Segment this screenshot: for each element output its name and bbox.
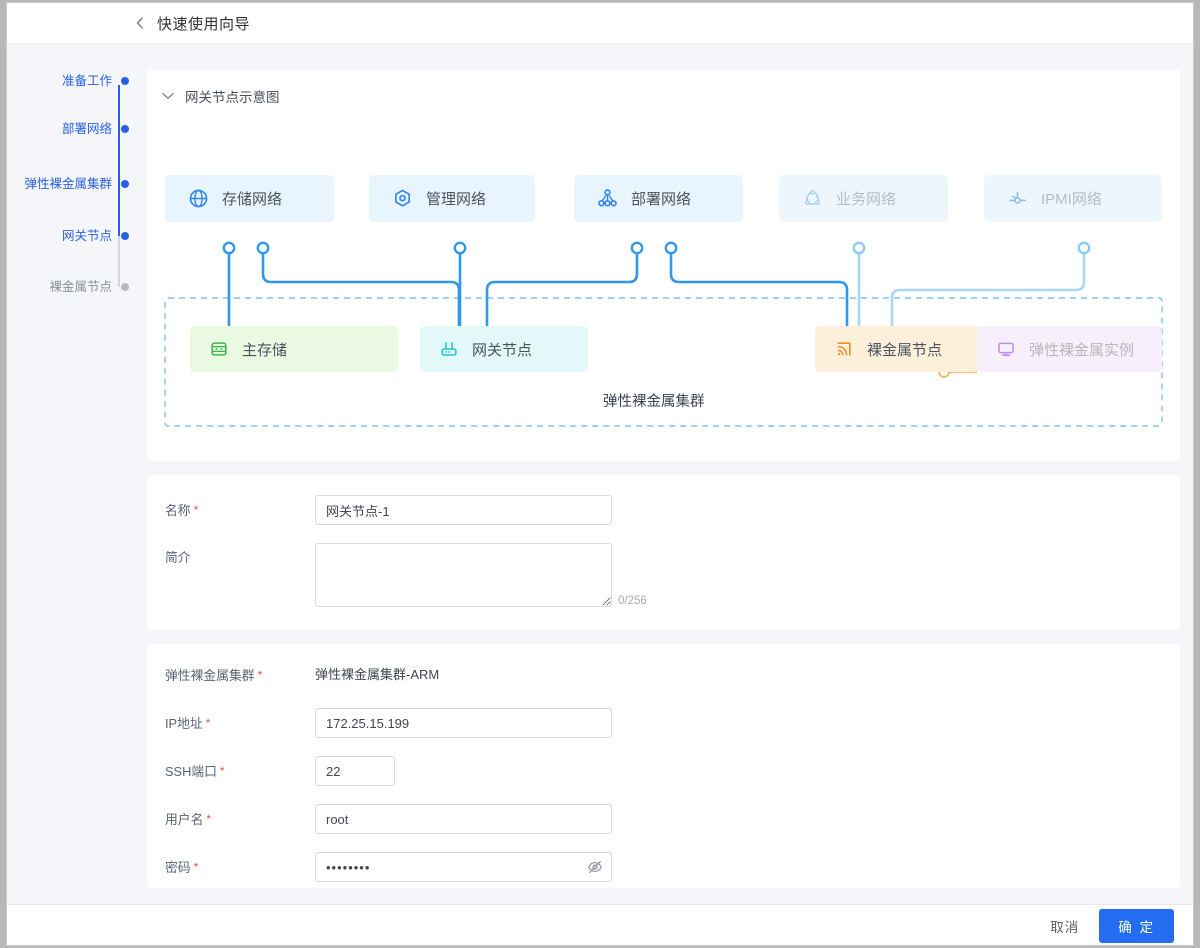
network-card-management[interactable]: 管理网络 xyxy=(369,175,535,222)
password-input[interactable] xyxy=(315,852,612,882)
node-card-gateway[interactable]: 网关节点 xyxy=(420,326,588,372)
monitor-icon xyxy=(995,338,1017,360)
form-row-ip: IP地址* xyxy=(165,708,612,739)
steps-sidebar: 准备工作 部署网络 弹性裸金属集群 网关节点 裸金属节点 xyxy=(7,44,129,904)
cancel-button[interactable]: 取消 xyxy=(1040,910,1089,942)
field-label-ssh-port: SSH端口* xyxy=(165,756,315,787)
sidebar-item-bare-metal-cluster[interactable]: 弹性裸金属集群 xyxy=(7,176,129,192)
field-label-text: SSH端口 xyxy=(165,764,217,779)
field-label-name: 名称* xyxy=(165,495,315,526)
node-card-label: 弹性裸金属实例 xyxy=(1029,341,1135,359)
network-card-label: 管理网络 xyxy=(426,191,487,208)
required-marker: * xyxy=(257,668,263,682)
form-row-description: 简介 0/256 xyxy=(165,543,647,607)
step-dot xyxy=(121,180,129,188)
database-icon xyxy=(208,338,230,360)
eye-off-icon[interactable] xyxy=(587,859,603,875)
sidebar-item-gateway-node[interactable]: 网关节点 xyxy=(7,228,129,244)
step-connector-3 xyxy=(118,184,120,236)
password-wrapper xyxy=(315,852,612,882)
confirm-button[interactable]: 确 定 xyxy=(1099,909,1174,943)
form-row-password: 密码* xyxy=(165,852,612,883)
node-card-main-storage[interactable]: 主存储 xyxy=(190,326,398,372)
required-marker: * xyxy=(205,716,211,730)
page-body: 准备工作 部署网络 弹性裸金属集群 网关节点 裸金属节点 xyxy=(7,44,1193,904)
required-marker: * xyxy=(206,812,212,826)
field-label-ip: IP地址* xyxy=(165,708,315,739)
basic-info-panel: 名称* 简介 0/256 xyxy=(147,475,1180,630)
cluster-caption: 弹性裸金属集群 xyxy=(603,394,705,410)
service-cloud-icon xyxy=(801,188,823,210)
ip-address-input[interactable] xyxy=(315,708,612,738)
step-dot xyxy=(121,232,129,240)
step-dot xyxy=(121,283,129,291)
field-label-text: IP地址 xyxy=(165,716,203,731)
globe-icon xyxy=(187,188,209,210)
required-marker: * xyxy=(193,503,199,517)
field-label-text: 用户名 xyxy=(165,812,204,827)
chevron-left-icon[interactable] xyxy=(133,16,147,30)
node-card-elastic-instance[interactable]: 弹性裸金属实例 xyxy=(977,326,1162,372)
field-label-text: 密码 xyxy=(165,860,191,875)
step-connector-2 xyxy=(118,129,120,184)
share-nodes-icon xyxy=(596,188,618,210)
field-label-text: 弹性裸金属集群 xyxy=(165,668,255,683)
cluster-value: 弹性裸金属集群-ARM xyxy=(315,667,440,682)
step-connector-1 xyxy=(118,85,120,129)
description-counter: 0/256 xyxy=(618,595,647,607)
dialog-footer: 取消 确 定 xyxy=(7,904,1193,945)
username-input[interactable] xyxy=(315,804,612,834)
diagram-section-header[interactable]: 网关节点示意图 xyxy=(161,86,280,106)
signal-icon xyxy=(833,338,855,360)
page-title: 快速使用向导 xyxy=(157,15,251,33)
app-window: 快速使用向导 准备工作 部署网络 弹性裸金属集群 网关节点 xyxy=(6,2,1194,946)
ipmi-port-icon xyxy=(1006,188,1028,210)
sidebar-item-preparation[interactable]: 准备工作 xyxy=(7,73,129,89)
required-marker: * xyxy=(219,764,225,778)
network-card-label: IPMI网络 xyxy=(1041,191,1102,208)
chevron-down-icon xyxy=(161,89,175,103)
field-label-text: 简介 xyxy=(165,550,191,565)
description-textarea[interactable] xyxy=(315,543,612,607)
sidebar-item-deploy-network[interactable]: 部署网络 xyxy=(7,121,129,137)
form-row-username: 用户名* xyxy=(165,804,612,835)
page-header: 快速使用向导 xyxy=(7,3,1193,44)
network-card-label: 部署网络 xyxy=(631,191,692,208)
field-label-cluster: 弹性裸金属集群* xyxy=(165,660,315,691)
name-input[interactable] xyxy=(315,495,612,525)
step-dot xyxy=(121,125,129,133)
network-card-storage[interactable]: 存储网络 xyxy=(165,175,334,222)
diagram-section-title: 网关节点示意图 xyxy=(185,90,280,105)
ssh-port-input[interactable] xyxy=(315,756,395,786)
field-label-text: 名称 xyxy=(165,503,191,518)
hexagon-target-icon xyxy=(391,188,413,210)
node-card-label: 主存储 xyxy=(242,341,288,359)
node-card-label: 裸金属节点 xyxy=(867,341,943,359)
connection-panel: 弹性裸金属集群* 弹性裸金属集群-ARM IP地址* SSH端口* 用户名* xyxy=(147,644,1180,888)
step-label: 部署网络 xyxy=(61,122,112,136)
step-connector-4 xyxy=(118,236,120,287)
sidebar-item-bare-metal-node[interactable]: 裸金属节点 xyxy=(7,279,129,295)
step-label: 裸金属节点 xyxy=(49,280,112,294)
network-card-business[interactable]: 业务网络 xyxy=(779,175,948,222)
diagram-panel: 网关节点示意图 xyxy=(147,70,1180,461)
required-marker: * xyxy=(193,860,199,874)
field-label-password: 密码* xyxy=(165,852,315,883)
field-label-description: 简介 xyxy=(165,543,315,573)
form-row-name: 名称* xyxy=(165,495,612,526)
router-icon xyxy=(438,338,460,360)
network-card-deployment[interactable]: 部署网络 xyxy=(574,175,743,222)
step-label: 弹性裸金属集群 xyxy=(24,177,112,191)
form-row-ssh-port: SSH端口* xyxy=(165,756,395,787)
network-card-label: 存储网络 xyxy=(222,191,283,208)
node-card-label: 网关节点 xyxy=(472,341,533,359)
step-label: 准备工作 xyxy=(61,74,112,88)
network-card-label: 业务网络 xyxy=(836,191,897,208)
network-card-ipmi[interactable]: IPMI网络 xyxy=(984,175,1162,222)
form-row-cluster: 弹性裸金属集群* 弹性裸金属集群-ARM xyxy=(165,660,439,691)
step-dot xyxy=(121,77,129,85)
step-label: 网关节点 xyxy=(61,229,112,243)
node-card-bare-metal[interactable]: 裸金属节点 xyxy=(815,326,980,372)
field-label-username: 用户名* xyxy=(165,804,315,835)
